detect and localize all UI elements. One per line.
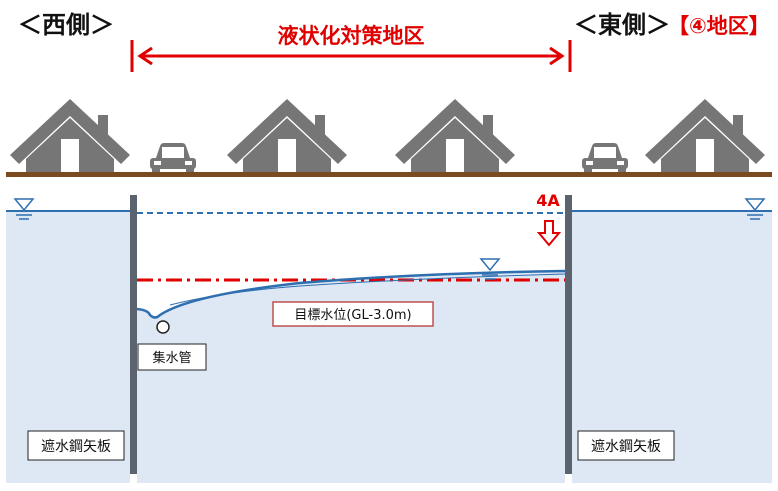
zone-range-arrow [130, 40, 572, 72]
sheet-pile-label-right: 遮水鋼矢板 [591, 439, 661, 455]
water-level-triangle-icon [744, 198, 766, 220]
east-label: ＜東側＞ [574, 11, 670, 39]
car-icon [150, 143, 196, 174]
lowered-water-table [136, 269, 566, 319]
down-arrow-icon [536, 220, 562, 247]
zone-label: 液状化対策地区 [278, 24, 425, 48]
water-level-triangle-icon [479, 258, 501, 280]
house-icon [227, 99, 347, 173]
water-level-triangle-icon [13, 198, 35, 220]
sheet-pile-left [130, 195, 137, 474]
house-icon [645, 99, 765, 173]
collector-label: 集水管 [152, 350, 191, 366]
sheet-pile-right [565, 195, 572, 474]
target-level-label: 目標水位(GL-3.0m) [294, 308, 411, 323]
house-icon [395, 99, 515, 173]
car-icon [582, 143, 628, 174]
house-icon [10, 99, 130, 173]
collector-pipe-icon [156, 320, 170, 334]
sheet-pile-label-left: 遮水鋼矢板 [41, 439, 111, 455]
west-label: ＜西側＞ [18, 11, 114, 39]
ground-surface [6, 172, 772, 177]
point-label: 4A [536, 191, 560, 210]
district-label: 【④地区】 [668, 14, 770, 38]
